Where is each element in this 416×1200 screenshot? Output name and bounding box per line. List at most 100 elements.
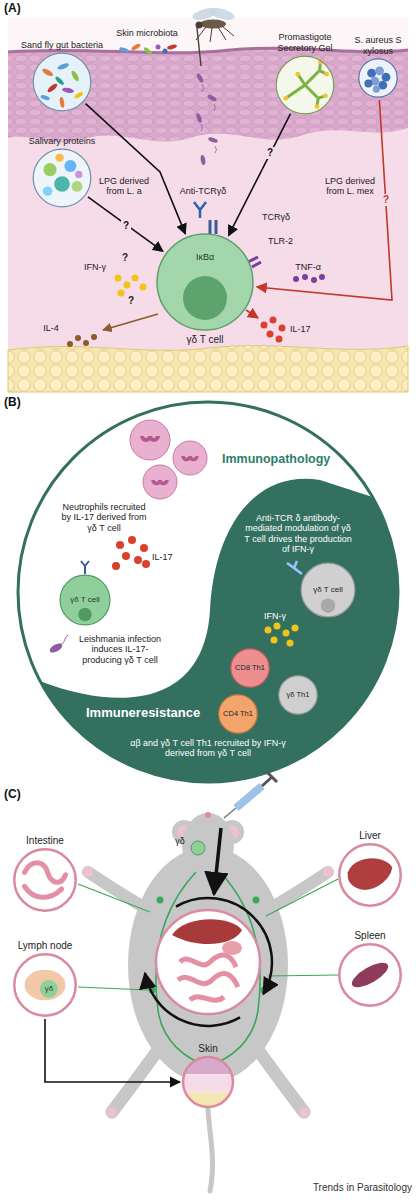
cytokines bbox=[67, 341, 73, 347]
edge-label: ? bbox=[121, 220, 131, 232]
lymphatic-network bbox=[157, 897, 164, 904]
node-decoration bbox=[183, 276, 227, 320]
node-fill bbox=[339, 944, 400, 1005]
node-decoration bbox=[54, 176, 70, 192]
node-decoration bbox=[367, 69, 376, 78]
organ-circle bbox=[176, 898, 272, 994]
cytokines bbox=[115, 275, 122, 282]
syringe bbox=[236, 786, 262, 808]
source-circle: Promastigote Secretory Gel bbox=[275, 55, 335, 115]
skin-section bbox=[8, 48, 408, 142]
node-fill bbox=[14, 849, 75, 910]
cytokines bbox=[132, 275, 139, 282]
node-outline bbox=[338, 943, 402, 1007]
cytokine-label: IFN-γ bbox=[258, 611, 292, 621]
mouse bbox=[112, 1050, 158, 1112]
node-fill bbox=[276, 56, 334, 114]
node-fill bbox=[339, 844, 400, 905]
node-label: S. aureus S xylosus bbox=[350, 35, 406, 56]
region-title: Immunopathology bbox=[222, 452, 338, 466]
yin-yang bbox=[18, 402, 398, 782]
skin-microbiota-icon bbox=[156, 45, 161, 50]
cytokines bbox=[261, 322, 268, 329]
node-decoration bbox=[364, 80, 372, 88]
node-fill bbox=[219, 695, 257, 733]
promastigotes bbox=[195, 113, 203, 124]
yin-yang bbox=[18, 402, 398, 782]
node-decoration bbox=[57, 62, 70, 71]
question-mark: ? bbox=[120, 252, 130, 264]
connector-arrow bbox=[257, 100, 392, 300]
node-decoration bbox=[182, 1056, 234, 1108]
mouse bbox=[205, 812, 211, 818]
il17-dots bbox=[134, 556, 142, 564]
node-decoration bbox=[283, 60, 329, 109]
il17-dots bbox=[112, 562, 120, 570]
mouse bbox=[107, 1107, 117, 1117]
promastigotes bbox=[201, 84, 217, 153]
syringe bbox=[262, 772, 277, 786]
node-decoration bbox=[375, 66, 384, 75]
node-decoration bbox=[283, 96, 288, 101]
region-title: Immuneresistance bbox=[86, 706, 210, 721]
lymphatic-network bbox=[156, 872, 260, 1065]
node-border bbox=[359, 59, 397, 97]
skin-microbiota-icon bbox=[119, 46, 130, 53]
il17-dots bbox=[142, 560, 150, 568]
sand-fly bbox=[196, 26, 234, 42]
organ-circle bbox=[145, 973, 240, 1026]
cytokines bbox=[279, 325, 286, 332]
node-decoration bbox=[373, 86, 380, 93]
node-decoration bbox=[46, 82, 58, 93]
node-decoration bbox=[43, 163, 56, 176]
node-decoration bbox=[59, 97, 65, 108]
part-label: Skin microbiota bbox=[110, 28, 184, 38]
source-circle: Salivary proteins bbox=[32, 148, 92, 208]
skin-microbiota-icon bbox=[131, 43, 142, 51]
cytokines bbox=[302, 274, 308, 280]
note: Leishmania infection induces IL-17-produ… bbox=[72, 634, 168, 665]
node-fill bbox=[60, 575, 110, 625]
t-cell: γδ T cell bbox=[300, 562, 356, 618]
neutrophils bbox=[143, 465, 177, 499]
node-border bbox=[231, 649, 269, 687]
cytokine-label: IL-17 bbox=[152, 552, 182, 562]
node-fill bbox=[279, 676, 317, 714]
node-border bbox=[60, 575, 110, 625]
node-decoration bbox=[74, 91, 84, 99]
connector-arrow bbox=[88, 197, 163, 252]
node-outline bbox=[182, 1056, 234, 1108]
t-cell: γδ T cell bbox=[155, 232, 255, 332]
node-decoration bbox=[64, 160, 76, 172]
source-circle: S. aureus S xylosus bbox=[358, 58, 398, 98]
il17-dots bbox=[116, 541, 124, 549]
node-fill bbox=[157, 234, 253, 330]
node-label: γδ T cell bbox=[304, 585, 352, 594]
node-decoration bbox=[75, 171, 82, 178]
node-border bbox=[183, 1057, 233, 1107]
skin-section bbox=[8, 48, 408, 142]
cytokines bbox=[140, 284, 147, 291]
cytokines bbox=[118, 290, 125, 297]
cytokines bbox=[276, 336, 283, 343]
node-label: CD4 Th1 bbox=[221, 710, 255, 719]
part-label: LPG derived from L. mex bbox=[322, 176, 378, 197]
neutrophils bbox=[130, 420, 207, 499]
node-fill bbox=[33, 53, 91, 111]
il17-dots bbox=[81, 536, 150, 574]
th1-cell: CD8 Th1 bbox=[230, 648, 270, 688]
node-border bbox=[14, 849, 75, 910]
node-outline bbox=[32, 52, 92, 112]
node-border bbox=[14, 954, 75, 1015]
node-decoration bbox=[78, 608, 92, 622]
th1-cell: CD4 Th1 bbox=[218, 694, 258, 734]
il17-dots bbox=[140, 544, 148, 552]
neutrophils bbox=[130, 420, 170, 460]
syringe bbox=[214, 772, 277, 894]
node-label: Liver bbox=[330, 830, 410, 842]
sand-fly bbox=[191, 6, 236, 66]
skin-microbiota-icon bbox=[167, 44, 178, 50]
ifng-dots bbox=[287, 640, 294, 647]
node-decoration bbox=[364, 66, 390, 92]
connector-arrow bbox=[86, 104, 186, 234]
